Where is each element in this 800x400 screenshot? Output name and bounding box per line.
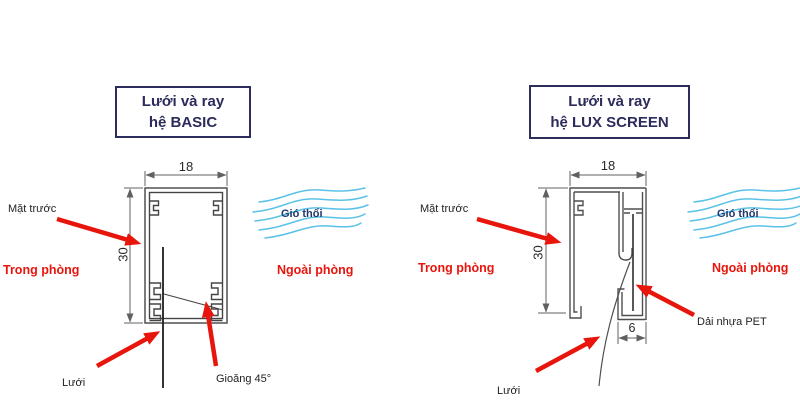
basic-gasket-label: Gioăng 45° <box>216 373 272 385</box>
lux-title-line2: hệ LUX SCREEN <box>550 114 669 131</box>
lux-pet-strip-label: Dải nhựa PET <box>697 316 767 328</box>
basic-wind-label: Gió thổi <box>281 208 323 220</box>
lux-red-arrows <box>476 216 696 373</box>
lux-width-dimension: 18 <box>600 158 616 173</box>
lux-title-line1: Lưới và ray <box>568 93 651 110</box>
lux-dimension-lines <box>538 171 647 344</box>
basic-inside-room-label: Trong phòng <box>3 263 80 277</box>
mesh-arrow <box>95 331 161 368</box>
lux-profile-drawing <box>569 187 647 387</box>
basic-red-arrows <box>56 216 219 368</box>
lux-outside-room-label: Ngoài phòng <box>712 261 789 275</box>
lux-wind-label: Gió thổi <box>717 208 759 220</box>
basic-title-line1: Lưới và ray <box>141 93 225 110</box>
basic-title-box: Lưới và ray hệ BASIC <box>115 86 251 138</box>
basic-title-line2: hệ BASIC <box>148 114 218 131</box>
lux-height-dimension: 30 <box>530 245 546 260</box>
lux-front-face-label: Mặt trước <box>420 203 469 215</box>
front-face-arrow <box>56 216 142 246</box>
gasket-arrow <box>201 301 219 367</box>
lux-title-box: Lưới và ray hệ LUX SCREEN <box>529 85 690 139</box>
basic-front-face-label: Mặt trước <box>8 203 57 215</box>
front-face-arrow <box>476 216 562 245</box>
lux-mesh-label: Lưới <box>497 385 521 397</box>
pet-strip-arrow <box>635 284 696 317</box>
wind-icon <box>687 187 800 239</box>
lux-slot-dimension: 6 <box>628 321 636 335</box>
basic-profile-drawing <box>144 187 228 324</box>
basic-mesh-label: Lưới <box>62 377 86 389</box>
basic-outside-room-label: Ngoài phòng <box>277 263 354 277</box>
lux-inside-room-label: Trong phòng <box>418 261 495 275</box>
wind-icon <box>252 187 369 239</box>
basic-height-dimension: 30 <box>115 247 131 262</box>
basic-width-dimension: 18 <box>178 159 194 174</box>
mesh-arrow <box>534 336 601 373</box>
basic-dimension-lines <box>124 171 228 324</box>
